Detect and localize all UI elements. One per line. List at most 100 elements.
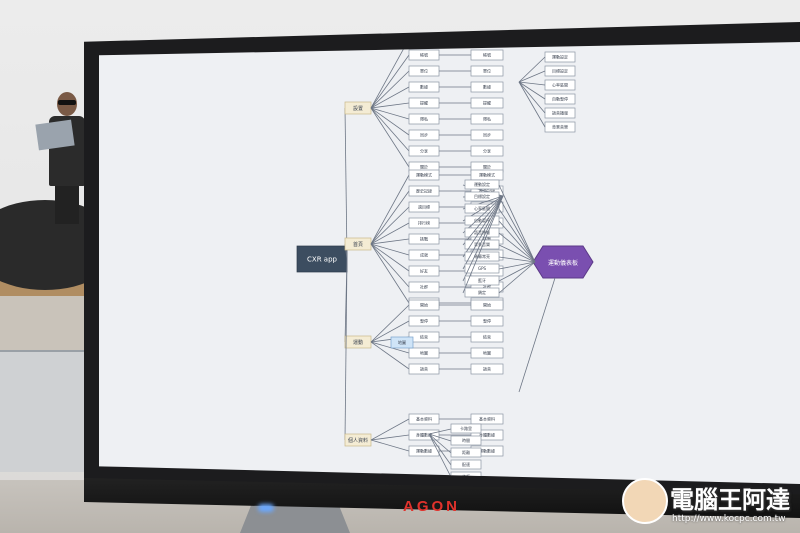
connector bbox=[370, 107, 410, 136]
held-card bbox=[35, 119, 75, 151]
connector bbox=[498, 261, 536, 294]
leaf-node bbox=[470, 331, 504, 343]
connector bbox=[370, 243, 410, 304]
connector bbox=[370, 418, 410, 441]
connector bbox=[498, 184, 536, 263]
bottom-node bbox=[450, 435, 482, 446]
connector bbox=[462, 195, 504, 258]
connector bbox=[370, 341, 410, 370]
right-node bbox=[464, 203, 500, 214]
root-node-label: CXR app bbox=[307, 255, 338, 263]
connector bbox=[370, 243, 410, 256]
leaf-node-label: 運動數據 bbox=[479, 447, 495, 453]
monitor-brand: AGON bbox=[403, 498, 460, 515]
connector bbox=[498, 208, 536, 263]
connector bbox=[518, 81, 546, 100]
leaf-node-label: 關於 bbox=[483, 163, 491, 169]
connector bbox=[518, 81, 546, 114]
connector bbox=[370, 243, 410, 288]
connector bbox=[370, 341, 410, 354]
power-led bbox=[258, 504, 274, 512]
connector bbox=[370, 107, 410, 152]
monitor-screen: CXR app運動儀表板設置語言語言帳號帳號單位單位數據數據提醒提醒隱私隱私同步… bbox=[99, 42, 800, 484]
mindmap-diagram: CXR app運動儀表板設置語言語言帳號帳號單位單位數據數據提醒提醒隱私隱私同步… bbox=[296, 42, 594, 482]
connector bbox=[518, 277, 556, 393]
connector bbox=[498, 196, 536, 263]
leaf-node-label: 分享 bbox=[483, 147, 491, 153]
connector bbox=[370, 320, 410, 343]
leaf-node-label: 結束 bbox=[483, 333, 491, 339]
right-node-label: 語音播報 bbox=[474, 229, 490, 235]
bottom-node-label: 時間 bbox=[462, 437, 470, 443]
top-right-node-label: 背景音樂 bbox=[552, 123, 568, 129]
leaf-node bbox=[470, 363, 504, 375]
right-node-label: 自動暫停 bbox=[474, 217, 490, 223]
leaf-node-label: 社群 bbox=[420, 283, 428, 289]
connector bbox=[498, 256, 536, 263]
leaf-node bbox=[470, 49, 504, 61]
connector bbox=[344, 258, 348, 441]
right-node-label: 運動設定 bbox=[474, 181, 490, 187]
leaf-node-label: 暫停 bbox=[420, 317, 428, 323]
right-node bbox=[464, 251, 500, 262]
leaf-node bbox=[470, 299, 504, 311]
connector bbox=[370, 238, 410, 245]
connector bbox=[498, 220, 536, 263]
right-node-label: 螢幕常亮 bbox=[474, 253, 490, 259]
leaf-node-label: 提醒 bbox=[420, 99, 428, 105]
connector bbox=[428, 433, 452, 466]
leaf-node-label: 結束 bbox=[420, 333, 428, 339]
connector bbox=[498, 261, 536, 282]
leaf-node-label: 運動模式 bbox=[416, 171, 432, 177]
mascot-icon bbox=[622, 478, 668, 524]
connector bbox=[518, 70, 546, 83]
connector bbox=[428, 433, 452, 454]
bottom-node bbox=[450, 423, 482, 434]
connector bbox=[344, 107, 348, 260]
leaf-node-label: 關於 bbox=[420, 163, 428, 169]
connector bbox=[518, 56, 546, 83]
leaf-node bbox=[470, 81, 504, 93]
connector bbox=[462, 195, 504, 282]
right-node-label: 背景音樂 bbox=[474, 241, 490, 247]
leaf-node bbox=[470, 315, 504, 327]
leaf-node-label: 分享 bbox=[420, 147, 428, 153]
right-node-label: 心率區間 bbox=[474, 205, 490, 211]
person-legs bbox=[55, 184, 79, 224]
connector bbox=[462, 195, 504, 270]
branch-node-label: 首頁 bbox=[353, 241, 363, 248]
leaf-node-label: 身體數據 bbox=[479, 431, 495, 437]
right-node-label: 藍牙 bbox=[478, 277, 486, 283]
leaf-node bbox=[470, 413, 504, 425]
center-hexagon bbox=[532, 245, 594, 279]
blue-node-label: 地圖 bbox=[398, 339, 406, 345]
leaf-node-label: 週目標 bbox=[418, 203, 430, 209]
leaf-node-label: 歷史記錄 bbox=[479, 187, 495, 193]
leaf-node-label: 開始 bbox=[483, 301, 491, 307]
connector bbox=[370, 206, 410, 245]
leaf-node-label: 地圖 bbox=[420, 349, 428, 355]
connector bbox=[370, 222, 410, 245]
leaf-node-label: 地圖 bbox=[483, 349, 491, 355]
connector bbox=[462, 195, 504, 246]
leaf-node bbox=[470, 129, 504, 141]
connector bbox=[518, 81, 546, 128]
connector bbox=[518, 81, 546, 86]
center-label: 運動儀表板 bbox=[548, 259, 578, 267]
connector bbox=[428, 433, 452, 442]
bottom-node-label: 卡路里 bbox=[460, 425, 472, 431]
leaf-node-label: 挑戰 bbox=[420, 235, 428, 241]
leaf-node-label: 身體數據 bbox=[416, 431, 432, 437]
connector bbox=[370, 304, 410, 343]
right-node bbox=[464, 275, 500, 286]
connector bbox=[370, 174, 410, 245]
leaf-node-label: 隱私 bbox=[483, 115, 491, 121]
leaf-node-label: 單位 bbox=[420, 67, 428, 73]
leaf-node-label: 暫停 bbox=[483, 317, 491, 323]
connector bbox=[370, 86, 410, 109]
top-right-node-label: 心率區間 bbox=[552, 81, 568, 87]
right-node bbox=[464, 215, 500, 226]
leaf-node bbox=[470, 145, 504, 157]
leaf-node-label: 語音 bbox=[420, 365, 428, 371]
connector bbox=[428, 433, 452, 478]
